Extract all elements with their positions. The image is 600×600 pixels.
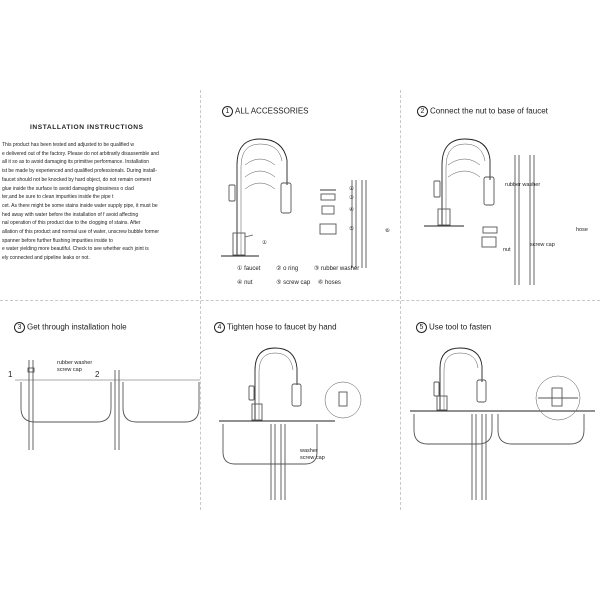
p2-hose-label: hose bbox=[576, 227, 588, 233]
installation-line: allation of this product and normal use … bbox=[2, 229, 160, 236]
installation-line: ely connected and pipeline leaks or not. bbox=[2, 255, 90, 262]
step-1-label: ALL ACCESSORIES bbox=[235, 106, 309, 116]
faucet-illustration-4 bbox=[219, 347, 362, 500]
step-2-label: Connect the nut to base of faucet bbox=[430, 106, 548, 116]
legend-hoses: ⑥ hoses bbox=[317, 280, 341, 286]
p2-nut-label: nut bbox=[503, 247, 511, 253]
installation-line: e water yielding more beautiful. Check t… bbox=[2, 246, 149, 253]
faucet-illustration-2 bbox=[424, 138, 535, 285]
step-4-label: Tighten hose to faucet by hand bbox=[227, 322, 337, 332]
installation-title: INSTALLATION INSTRUCTIONS bbox=[30, 124, 144, 131]
legend-screwcap: ⑤ screw cap bbox=[276, 280, 311, 286]
installation-line: all it so as to avoid damaging its primi… bbox=[2, 159, 150, 166]
accessories-legend-row-2: ④ nut ⑤ screw cap ⑥ hoses bbox=[237, 279, 341, 286]
p3-rubber-washer-label: rubber washer bbox=[57, 360, 93, 366]
p3-step-one-marker: 1 bbox=[8, 370, 13, 379]
step-1-number: 1 bbox=[222, 106, 233, 117]
installation-line: e delivered out of the factory. Please d… bbox=[2, 150, 159, 157]
accessories-legend-row-1: ① faucet ② o ring ③ rubber washer bbox=[237, 265, 359, 272]
step-3-label: Get through installation hole bbox=[27, 322, 127, 332]
faucet-illustration-5 bbox=[410, 347, 595, 500]
installation-line: cet. As there might be some stains insid… bbox=[2, 202, 158, 209]
p1-faucet-callout: ① bbox=[262, 240, 267, 246]
step-5-label: Use tool to fasten bbox=[429, 322, 492, 332]
step-3-number: 3 bbox=[14, 322, 25, 333]
installation-line: ter,and be sure to clean impurities insi… bbox=[2, 194, 114, 201]
sink-illustration-3 bbox=[15, 360, 200, 450]
p1-hoses-callout: ⑥ bbox=[385, 228, 390, 234]
legend-faucet: ① faucet bbox=[237, 266, 261, 272]
installation-line: This product has been tested and adjuste… bbox=[2, 142, 135, 148]
p3-step-two-marker: 2 bbox=[95, 370, 100, 379]
faucet-illustration-1 bbox=[221, 138, 292, 257]
divider-vertical-left bbox=[200, 90, 201, 510]
p1-oring-callout: ② bbox=[349, 186, 354, 192]
p2-screw-cap-label: screw cap bbox=[530, 242, 555, 248]
p3-screw-cap-label: screw cap bbox=[57, 367, 82, 373]
installation-body: This product has been tested and adjuste… bbox=[2, 141, 186, 263]
divider-horizontal bbox=[0, 300, 600, 301]
legend-oring: ② o ring bbox=[276, 266, 299, 272]
p1-nut-callout: ④ bbox=[349, 207, 354, 213]
installation-line: spanner before further flushing impuriti… bbox=[2, 237, 113, 244]
p1-screwcap-callout: ⑤ bbox=[349, 226, 354, 232]
divider-vertical-right bbox=[400, 90, 401, 510]
p1-washer-callout: ③ bbox=[349, 195, 354, 201]
accessories-parts bbox=[319, 180, 367, 268]
legend-nut: ④ nut bbox=[237, 280, 253, 286]
step-5-number: 5 bbox=[416, 322, 427, 333]
legend-washer: ③ rubber washer bbox=[313, 266, 360, 272]
step-2-number: 2 bbox=[417, 106, 428, 117]
step-4-number: 4 bbox=[214, 322, 225, 333]
installation-line: nal operation of this product due to the… bbox=[2, 220, 141, 227]
p4-screw-cap-label: screw cap bbox=[300, 455, 325, 461]
installation-line: faucet should not be knocked by hard obj… bbox=[2, 176, 151, 183]
installation-line: hed away with water before the installat… bbox=[2, 211, 139, 218]
p2-rubber-washer-label: rubber washer bbox=[505, 182, 541, 188]
installation-line: ist be made by experienced and qualified… bbox=[2, 168, 158, 175]
installation-line: glue inside the surface to avoid damagin… bbox=[2, 185, 134, 192]
p4-washer-label: washer bbox=[300, 448, 318, 454]
